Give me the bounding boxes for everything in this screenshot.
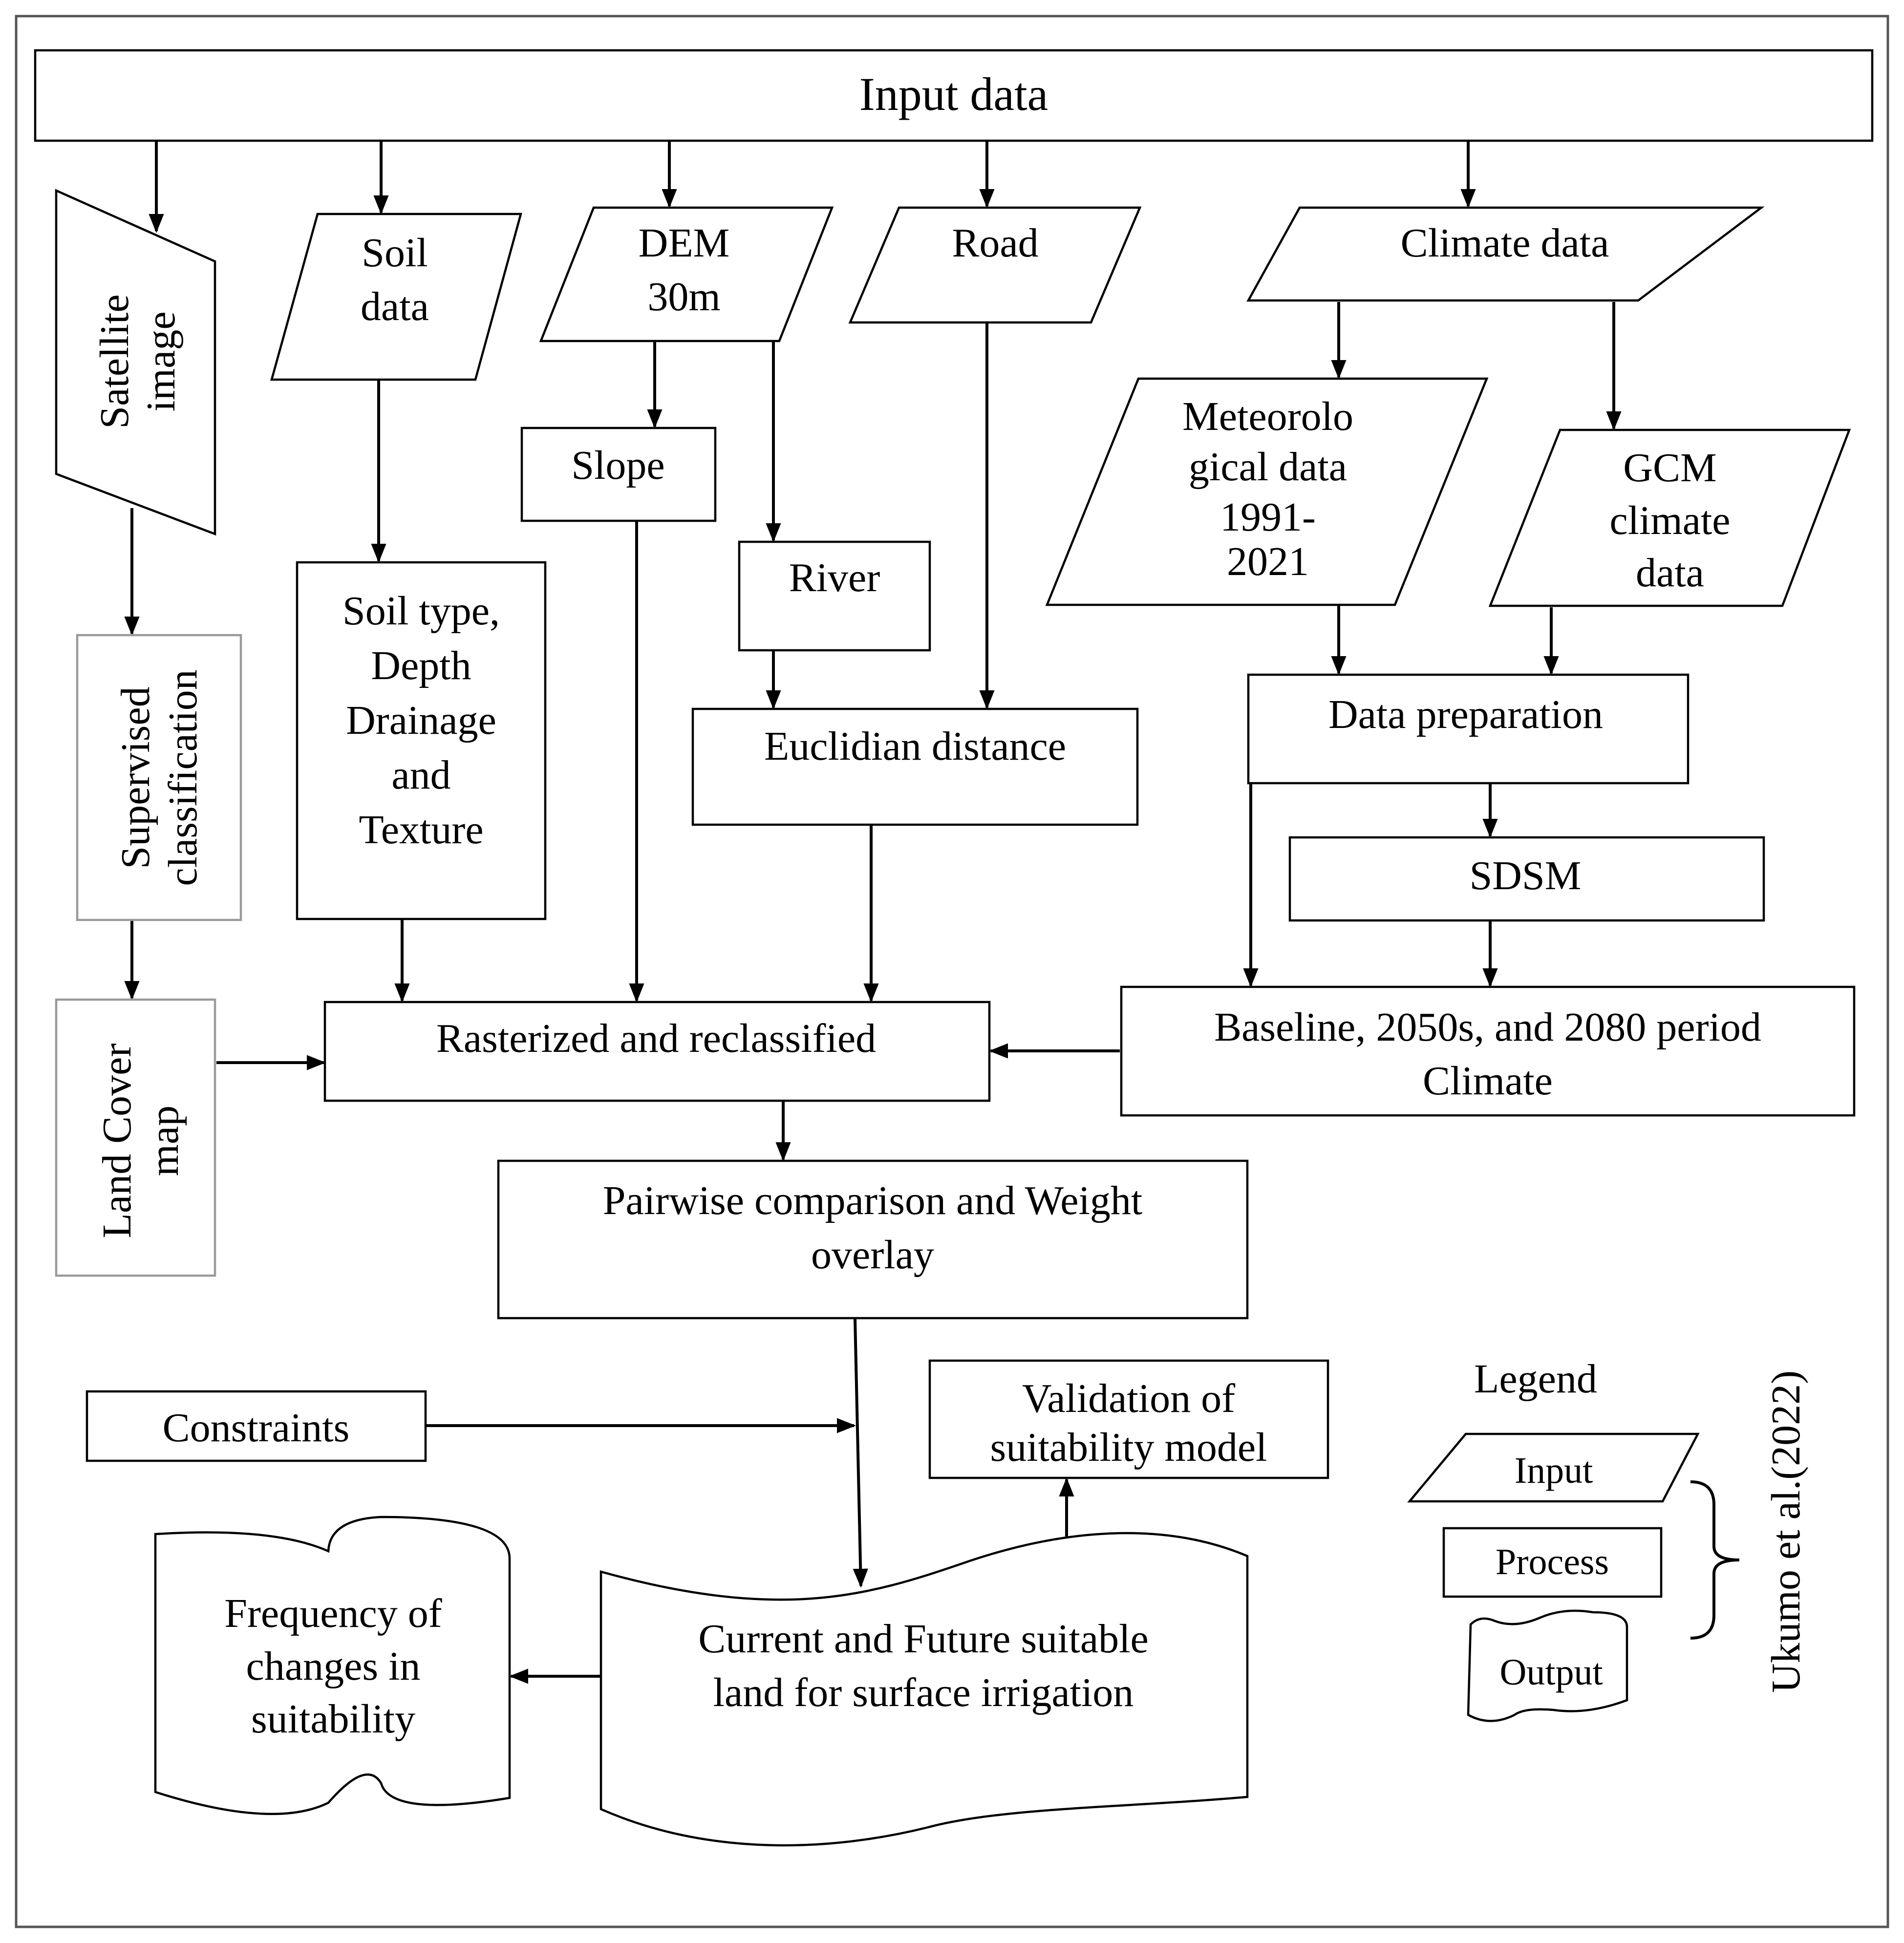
road-label: Road	[952, 220, 1038, 266]
meteorological-label-2: gical data	[1189, 444, 1347, 490]
node-input-data: Input data	[34, 49, 1874, 142]
node-data-preparation: Data preparation	[1247, 673, 1690, 785]
legend-process-item: Process	[1442, 1527, 1663, 1598]
suitable-land-label-1: Current and Future suitable	[698, 1616, 1148, 1662]
dem-label-1: DEM	[639, 220, 730, 266]
node-climate-data: Climate data	[1246, 206, 1765, 302]
soil-data-label-2: data	[361, 284, 429, 329]
node-supervised-classification: Supervised classification	[76, 634, 242, 921]
dem-label-2: 30m	[647, 274, 720, 320]
credit-group: Ukumo et al.(2022)	[1763, 1370, 1809, 1693]
legend-process-label: Process	[1496, 1541, 1609, 1582]
satellite-image-label-2: image	[138, 311, 184, 411]
legend-title: Legend	[1474, 1356, 1597, 1402]
suitable-land-label-2: land for surface irrigation	[713, 1670, 1134, 1715]
legend: Legend Input Process Output	[1407, 1356, 1700, 1722]
soil-properties-label-3: Drainage	[346, 698, 496, 743]
legend-input-item: Input	[1407, 1432, 1700, 1503]
soil-properties-label-4: and	[391, 752, 450, 798]
node-euclidian-distance: Euclidian distance	[691, 707, 1139, 826]
node-gcm-climate-data: GCM climate data	[1488, 428, 1851, 607]
pairwise-label-1: Pairwise comparison and Weight	[603, 1178, 1142, 1223]
soil-properties-label-5: Texture	[359, 807, 483, 853]
validation-label-1: Validation of	[1022, 1376, 1235, 1421]
river-label: River	[789, 555, 880, 600]
legend-brace	[1690, 1480, 1740, 1640]
pairwise-label-2: overlay	[811, 1232, 934, 1278]
climate-periods-label-1: Baseline, 2050s, and 2080 period	[1214, 1004, 1761, 1050]
soil-data-label-1: Soil	[362, 230, 428, 276]
meteorological-label-4: 2021	[1227, 539, 1309, 584]
data-preparation-label: Data preparation	[1328, 692, 1603, 737]
legend-input-label: Input	[1515, 1450, 1593, 1491]
meteorological-label-1: Meteorolo	[1182, 394, 1353, 439]
node-soil-properties: Soil type, Depth Drainage and Texture	[296, 561, 547, 920]
gcm-label-1: GCM	[1623, 445, 1716, 491]
gcm-label-3: data	[1636, 550, 1704, 596]
node-satellite-image: Satellite image	[55, 189, 216, 536]
node-constraints: Constraints	[86, 1390, 427, 1462]
node-soil-data: Soil data	[270, 213, 522, 381]
soil-properties-label-1: Soil type,	[342, 588, 500, 634]
slope-label: Slope	[571, 443, 664, 488]
supervised-label-2: classification	[160, 669, 206, 886]
node-river: River	[738, 540, 931, 652]
node-climate-periods: Baseline, 2050s, and 2080 period Climate	[1120, 985, 1856, 1117]
rasterized-label: Rasterized and reclassified	[436, 1016, 876, 1061]
supervised-label-1: Supervised	[113, 686, 158, 869]
constraints-label: Constraints	[163, 1405, 350, 1451]
validation-label-2: suitability model	[990, 1425, 1267, 1470]
meteorological-label-3: 1991-	[1220, 494, 1316, 540]
node-dem: DEM 30m	[539, 206, 834, 342]
gcm-label-2: climate	[1609, 498, 1730, 543]
climate-data-label: Climate data	[1401, 220, 1609, 266]
node-pairwise-weight-overlay: Pairwise comparison and Weight overlay	[497, 1159, 1249, 1320]
frequency-label-3: suitability	[251, 1696, 415, 1742]
node-road: Road	[848, 206, 1142, 324]
euclidian-label: Euclidian distance	[764, 724, 1066, 769]
satellite-image-label-1: Satellite	[92, 294, 137, 428]
node-land-cover-map: Land Cover map	[55, 998, 216, 1277]
node-rasterized-reclassified: Rasterized and reclassified	[323, 1001, 991, 1102]
node-validation: Validation of suitability model	[928, 1359, 1329, 1479]
soil-properties-label-2: Depth	[371, 643, 471, 688]
edges	[124, 142, 1740, 1684]
credit-label: Ukumo et al.(2022)	[1763, 1370, 1809, 1693]
node-meteorological-data: Meteorolo gical data 1991- 2021	[1045, 377, 1489, 606]
legend-output-label: Output	[1499, 1652, 1603, 1693]
node-frequency-changes: Frequency of changes in suitability	[154, 1516, 511, 1815]
land-cover-label-2: map	[142, 1106, 187, 1176]
climate-periods-label-2: Climate	[1423, 1058, 1553, 1104]
land-cover-label-1: Land Cover	[94, 1044, 140, 1238]
frequency-label-2: changes in	[246, 1644, 421, 1689]
arrow-pairwise-to-suitable	[853, 1319, 868, 1588]
node-suitable-land: Current and Future suitable land for sur…	[599, 1532, 1249, 1847]
frequency-label-1: Frequency of	[224, 1591, 442, 1636]
node-sdsm: SDSM	[1288, 836, 1765, 922]
node-slope: Slope	[520, 427, 717, 522]
legend-output-item: Output	[1467, 1609, 1628, 1722]
input-data-label: Input data	[859, 68, 1048, 120]
sdsm-label: SDSM	[1470, 853, 1582, 898]
